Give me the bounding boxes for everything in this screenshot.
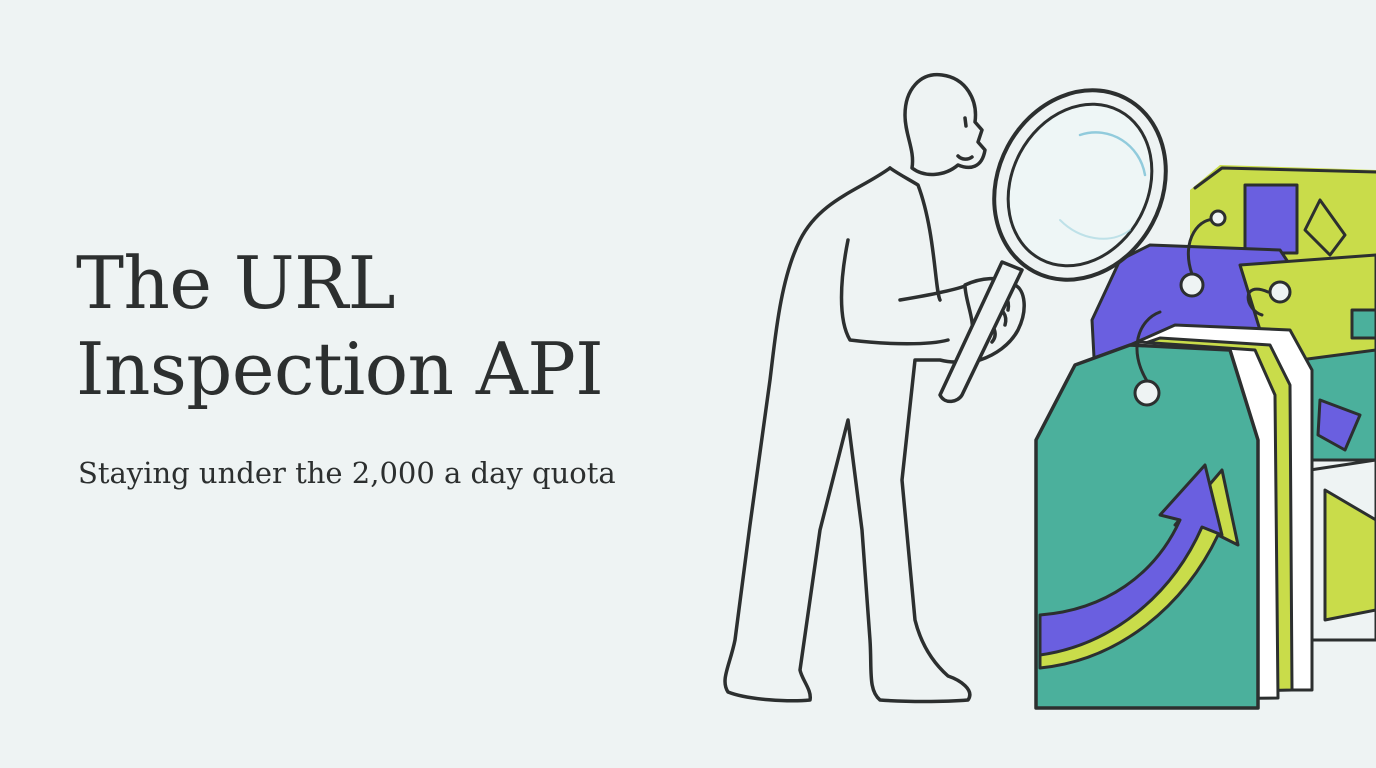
magnifying-glass-icon — [938, 88, 1168, 404]
title-line-2: Inspection API — [76, 327, 604, 411]
title-line-1: The URL — [76, 241, 396, 325]
hero-illustration — [723, 73, 1376, 710]
page-title: The URL Inspection API — [76, 240, 604, 412]
page-subtitle: Staying under the 2,000 a day quota — [78, 456, 616, 490]
growth-arrow-icon — [1038, 463, 1240, 670]
person-figure — [723, 73, 1026, 704]
